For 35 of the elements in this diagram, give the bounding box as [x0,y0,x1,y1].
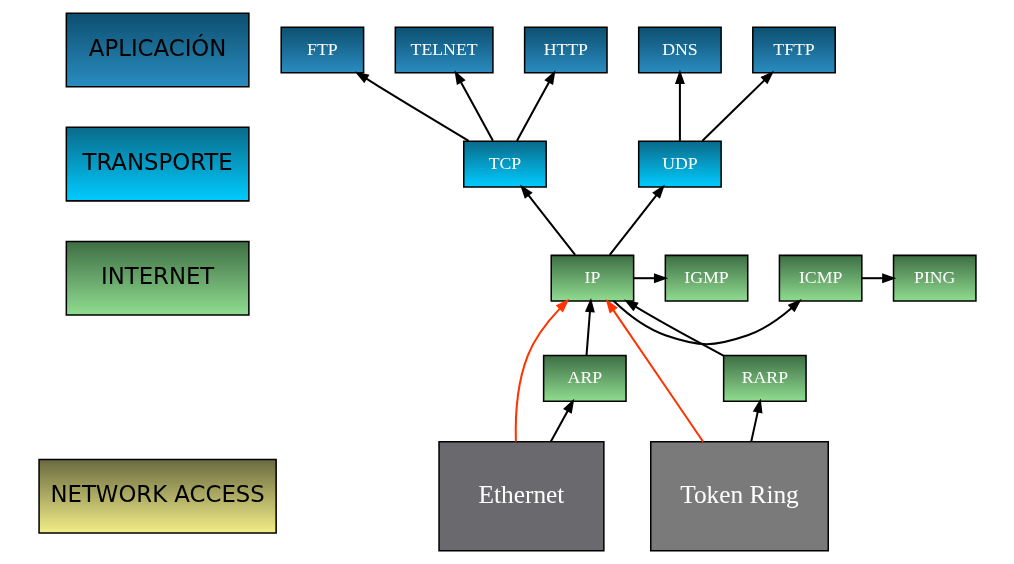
arrow [453,70,494,142]
node-box: FTP [279,26,364,74]
arrow [584,298,595,356]
node-box: PING [892,254,977,302]
arrow [674,69,685,141]
arrow [515,70,555,142]
node-box: TCP [462,140,547,188]
node-box: TELNET [394,26,494,74]
node-box: IP [550,254,634,302]
arrow [701,70,774,142]
node-box: TRANSPORTE [65,126,250,202]
node-box: IGMP [664,254,748,302]
arrow [514,298,569,442]
node-box: ARP [542,354,627,402]
node-box: Ethernet [437,440,605,552]
arrow [519,184,576,256]
arrow [749,398,762,442]
arrow [623,299,724,357]
arrow [549,398,574,443]
arrow [861,273,896,284]
node-box: HTTP [523,26,608,74]
node-box: NETWORK ACCESS [37,458,277,534]
node-box: ICMP [778,254,863,302]
node-box: INTERNET [65,240,250,316]
node-box: UDP [637,140,722,188]
arrow [605,298,704,443]
arrow [354,71,469,142]
arrow [612,299,802,346]
node-box: TFTP [751,26,836,74]
arrow [633,273,668,284]
node-box: RARP [722,354,807,402]
arrow [608,184,665,256]
node-box: DNS [637,26,722,74]
node-box: Token Ring [649,440,829,552]
node-box: APLICACIÓN [65,12,250,88]
